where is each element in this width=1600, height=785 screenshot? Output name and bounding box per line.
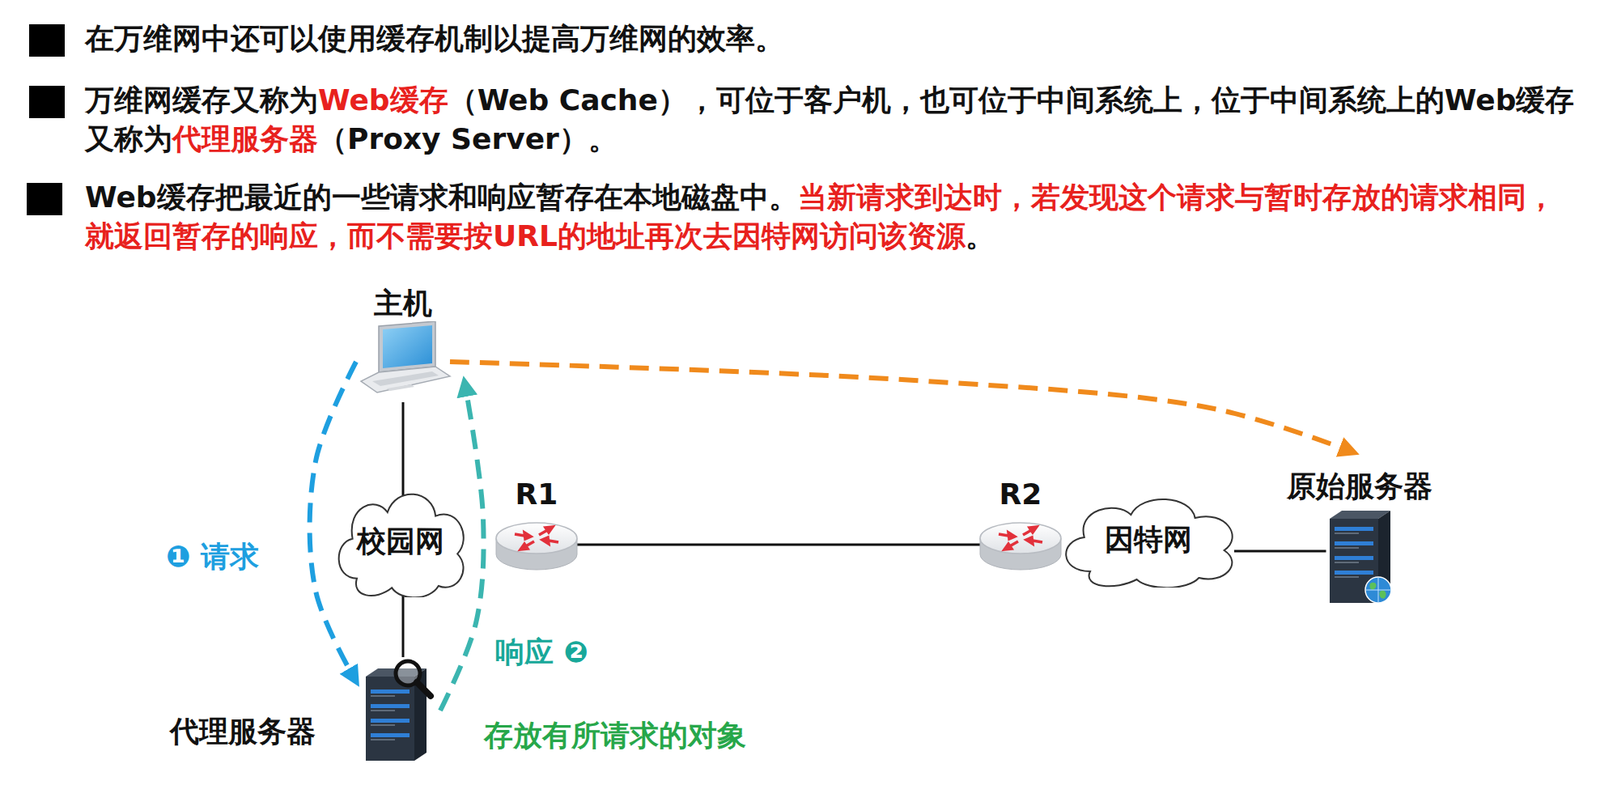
bullet-paragraph: Web缓存把最近的一些请求和响应暂存在本地磁盘中。当新请求到达时，若发现这个请求… <box>84 178 1579 256</box>
server-node: 代理服务器 <box>169 657 439 763</box>
highlight-text: 代理服务器 <box>172 122 319 156</box>
link-line <box>572 543 985 547</box>
bullet-text: Web缓存把最近的一些请求和响应暂存在本地磁盘中。 <box>84 180 798 214</box>
router-icon <box>976 512 1066 578</box>
link-line <box>402 402 405 496</box>
server-icon <box>1321 504 1399 606</box>
dashed-flow-arrow <box>309 361 357 682</box>
node-label: 主机 <box>373 284 433 322</box>
proxy-server-icon <box>357 657 439 763</box>
bullet-text: 在万维网中还可以使用缓存机制以提高万维网的效率。 <box>84 21 785 56</box>
router-node: R1 <box>492 475 582 578</box>
bullet-paragraph: 万维网缓存又称为Web缓存（Web Cache），可位于客户机，也可位于中间系统… <box>84 80 1579 159</box>
dashed-flow-arrow <box>449 361 1354 453</box>
node-label: 因特网 <box>1104 521 1193 558</box>
host-node: 主机 <box>354 284 452 403</box>
node-label: R2 <box>999 475 1043 513</box>
node-label: R1 <box>515 475 559 513</box>
bullet-text: 。 <box>965 219 995 253</box>
router-icon <box>492 512 582 578</box>
server-node: 原始服务器 <box>1286 467 1433 606</box>
bullet-paragraph: 在万维网中还可以使用缓存机制以提高万维网的效率。 <box>84 19 1579 59</box>
network-cloud: 因特网 <box>1051 490 1246 588</box>
link-line <box>1234 550 1327 553</box>
bullet-square <box>29 24 65 57</box>
note-label: 存放有所请求的对象 <box>483 717 747 754</box>
node-label: 代理服务器 <box>169 712 316 750</box>
step-label: ❶ 请求 <box>165 538 259 575</box>
laptop-icon <box>354 321 452 403</box>
highlight-text: Web缓存 <box>318 83 449 117</box>
node-label: 校园网 <box>356 522 445 560</box>
bullet-square <box>29 85 65 119</box>
network-cloud: 校园网 <box>327 483 474 598</box>
step-label: 响应 ❷ <box>495 633 589 671</box>
bullet-text: （Proxy Server）。 <box>318 122 618 156</box>
router-node: R2 <box>976 475 1066 578</box>
node-label: 原始服务器 <box>1286 467 1433 505</box>
bullet-square <box>26 182 63 216</box>
bullet-text: 万维网缓存又称为 <box>84 83 319 117</box>
